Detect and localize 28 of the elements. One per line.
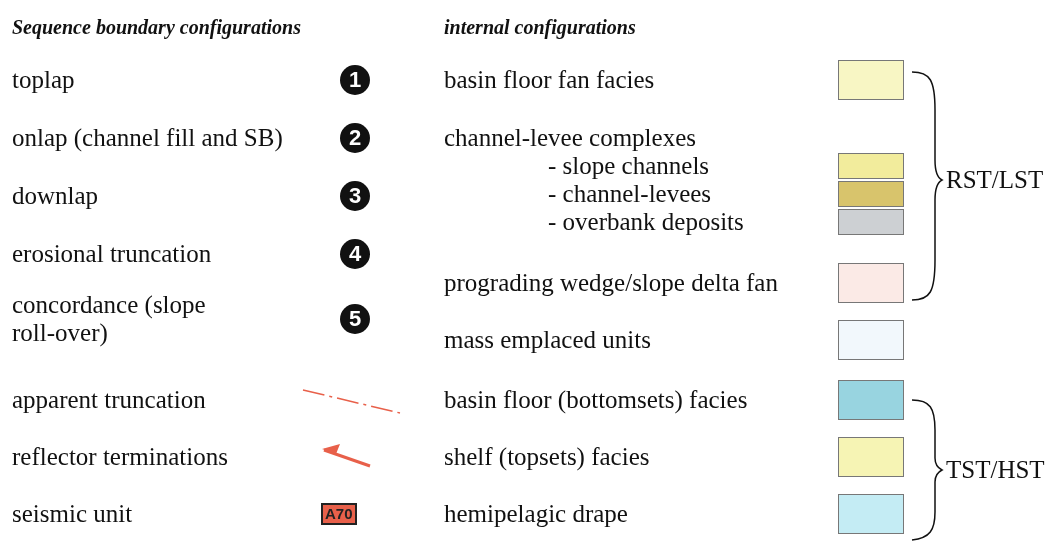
legend-label: seismic unit	[12, 500, 133, 528]
legend-label: mass emplaced units	[444, 326, 651, 354]
column-heading: Sequence boundary configurations	[12, 16, 301, 39]
legend-label: apparent truncation	[12, 386, 206, 414]
seismic-unit-tag: A70	[321, 503, 357, 525]
legend-label: downlap	[12, 182, 99, 210]
legend-label: - slope channels	[548, 152, 710, 180]
number-badge: 4	[340, 239, 370, 269]
group-label: TST/HST	[946, 456, 1045, 484]
legend-label: erosional truncation	[12, 240, 212, 268]
group-heading: channel-levee complexes	[444, 124, 696, 152]
legend-label: - channel-levees	[548, 180, 712, 208]
group-label: RST/LST	[946, 166, 1044, 194]
legend-label: concordance (slope roll-over)	[12, 291, 207, 347]
number-badge: 2	[340, 123, 370, 153]
legend-label: onlap (channel fill and SB)	[12, 124, 283, 152]
legend-label: reflector terminations	[12, 443, 228, 471]
number-badge: 1	[340, 65, 370, 95]
number-badge: 3	[340, 181, 370, 211]
legend-label: basin floor fan facies	[444, 66, 655, 94]
number-badge: 5	[340, 304, 370, 334]
legend-label: toplap	[12, 66, 75, 94]
legend-label: hemipelagic drape	[444, 500, 628, 528]
legend-label: prograding wedge/slope delta fan	[444, 269, 778, 297]
legend-label: basin floor (bottomsets) facies	[444, 386, 748, 414]
legend-label: shelf (topsets) facies	[444, 443, 650, 471]
legend-label: - overbank deposits	[548, 208, 744, 236]
column-heading: internal configurations	[444, 16, 636, 39]
